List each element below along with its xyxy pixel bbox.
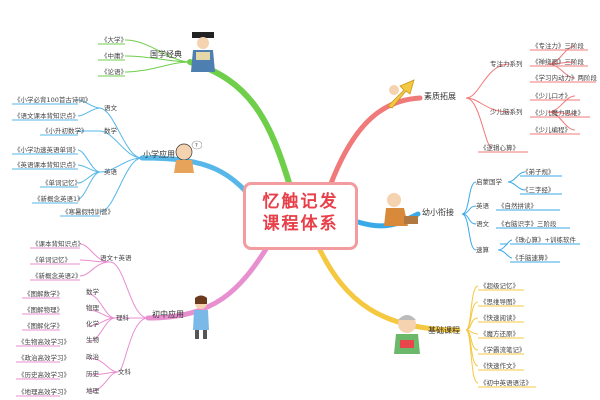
chuzhong-item: 《历史高效学习》 [18,371,70,379]
jichu-item: 《超级记忆》 [480,282,519,290]
chuzhong-subject-wuli: 物理 [86,304,99,312]
branch-chuzhong-line [145,243,271,321]
jichu-item: 《快速阅读》 [480,314,519,322]
xiaoxue-item: 《语文课本背知识点》 [14,112,79,120]
youxiao-item: 《弟子规》 [522,168,555,176]
youxiao-item: 《右脑识字》三阶段 [498,220,557,228]
center-title-line2: 课程体系 [262,214,339,234]
arrow-mascot-icon [387,79,415,109]
chuzhong-subject-shengwu: 生物 [86,336,99,344]
xiaoxue-subject-shuxue: 数学 [104,127,117,135]
suzhi-item: 《少儿口才》 [532,92,571,100]
reading-child-icon [384,193,418,226]
youxiao-subject-yingyu: 英语 [476,202,489,210]
xiaoxue-item: 《英语课本背知识点》 [14,161,79,169]
jichu-item: 《学霸流笔记》 [480,346,526,354]
chuzhong-subject-huaxue: 化学 [86,320,99,328]
xiaoxue-item: 《小学必背100首古诗词》 [14,96,92,104]
xiaoxue-subject-yingyu: 英语 [104,168,117,176]
girl-figure-icon [193,295,209,339]
chuzhong-subject-lishi: 历史 [86,370,99,378]
chuzhong-item: 《图解化学》 [24,322,63,330]
xiaoxue-item: 《小升初数学》 [42,127,88,135]
branch-label-guoxue: 国学经典 [150,50,182,59]
chuzhong-item: 《课本背知识点》 [32,240,84,248]
suzhi-subject-zhuanzhuli: 专注力系列 [490,60,523,68]
suzhi-item: 《少儿编程》 [532,126,571,134]
branch-label-chuzhong: 初中应用 [152,310,184,319]
suzhi-item: 《少儿魔力思维》 [532,109,584,117]
center-topic: 忆触记发 课程体系 [243,182,358,250]
suzhi-item: 《专注力》三阶段 [532,42,584,50]
youxiao-subject-qimeng: 启蒙国学 [476,178,502,186]
guoxue-item: 《中庸》 [101,52,127,60]
xiaoxue-subject-yuwen: 语文 [104,104,117,112]
svg-text:?: ? [195,143,198,149]
chuzhong-subject-wenke: 文科 [118,368,131,376]
branch-jichu-line [317,247,461,333]
xiaoxue-item: 《单词记忆》 [42,179,81,187]
xiaoxue-item: 《寒暑假特训营》 [62,208,114,216]
chuzhong-subject-dili: 地理 [86,387,99,395]
chuzhong-item: 《地理高效学习》 [18,388,70,396]
youxiao-subject-susuan: 速算 [476,246,489,254]
chuzhong-item: 《图解数学》 [24,290,63,298]
branch-label-youxiao: 幼小衔接 [422,208,454,217]
branch-label-jichu: 基础课程 [428,326,460,335]
guoxue-item: 《大学》 [101,36,127,44]
chuzhong-item: 《新概念英语2》 [32,272,82,280]
branch-label-suzhi: 素质拓展 [424,92,456,101]
student-thinking-icon: ? [174,140,202,173]
jichu-item: 《思维导图》 [480,298,519,306]
suzhi-item: 《禅绕画》三阶段 [532,58,584,66]
guoxue-item: 《论语》 [101,68,127,76]
suzhi-subject-shaoer: 少儿脑系列 [490,108,523,116]
jichu-item: 《魔方还原》 [480,330,519,338]
branch-label-xiaoxue: 小学应用 [143,150,175,159]
suzhi-item: 《学习内动力》两阶段 [532,74,597,82]
chuzhong-subject-shuxue: 数学 [86,288,99,296]
xiaoxue-item: 《小学功速英语单词》 [14,146,79,154]
grandpa-reading-icon [394,315,420,354]
branch-suzhi-line [327,95,423,189]
chuzhong-item: 《单词记忆》 [32,256,71,264]
youxiao-item: 《三字经》 [522,186,555,194]
suzhi-item: 《逻辑心算》 [480,144,519,152]
chuzhong-subject-zhengzhi: 政治 [86,353,99,361]
youxiao-item: 《手脑速算》 [512,254,551,262]
youxiao-subject-yuwen: 语文 [476,220,489,228]
youxiao-item: 《珠心算》+训练软件 [512,236,576,244]
scholar-figure-icon [191,32,215,72]
chuzhong-item: 《生物高效学习》 [18,338,70,346]
chuzhong-item: 《图解物理》 [24,306,63,314]
chuzhong-item: 《政治高效学习》 [18,354,70,362]
xiaoxue-item: 《新概念英语1》 [34,195,84,203]
youxiao-item: 《自然拼读》 [498,202,537,210]
center-title-line1: 忆触记发 [262,192,339,212]
jichu-item: 《快速作文》 [480,362,519,370]
chuzhong-subject-yuwen-yingyu: 语文+英语 [100,254,132,262]
chuzhong-subject-like: 理科 [116,314,129,322]
jichu-item: 《初中英语语法》 [480,379,532,387]
